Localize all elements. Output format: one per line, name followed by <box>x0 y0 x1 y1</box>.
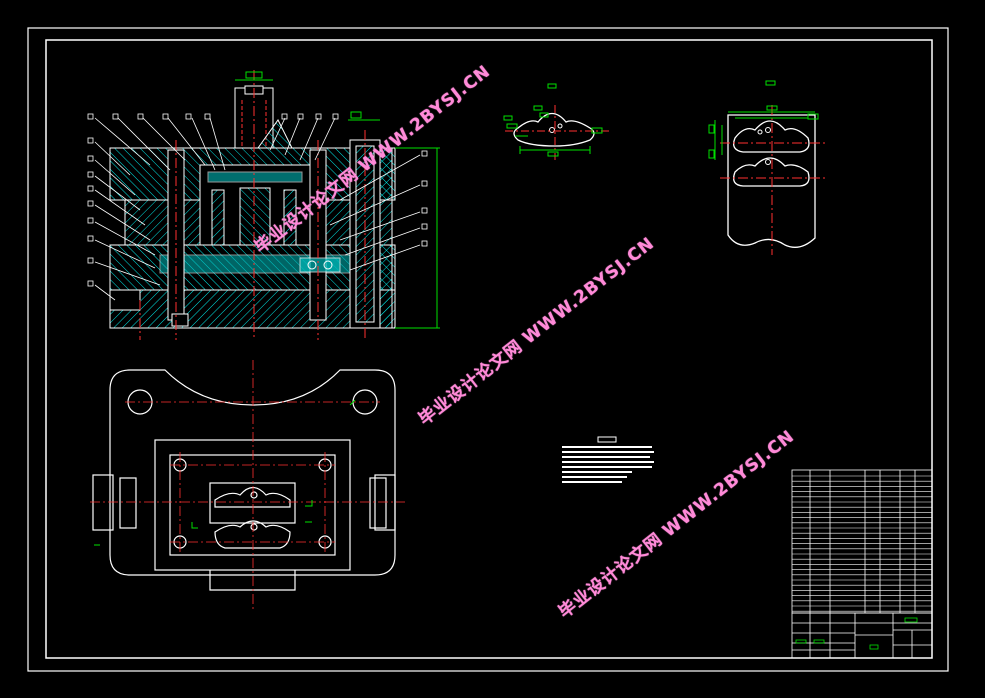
leader-lines-top-right <box>269 117 421 271</box>
lower-plate <box>109 289 396 329</box>
part-detail-view <box>503 83 610 160</box>
title-block <box>791 612 933 659</box>
inner-frame <box>45 39 933 659</box>
plan-centerlines <box>90 360 405 610</box>
technical-notes <box>562 436 654 483</box>
leader-balloons-left <box>87 113 211 287</box>
outer-frame <box>27 27 949 672</box>
bom-table <box>791 469 933 614</box>
leader-lines-left <box>94 117 226 301</box>
punch-detail-view <box>708 80 825 255</box>
bom-rows <box>792 475 932 612</box>
plan-view <box>92 369 396 591</box>
section-view <box>109 70 440 340</box>
